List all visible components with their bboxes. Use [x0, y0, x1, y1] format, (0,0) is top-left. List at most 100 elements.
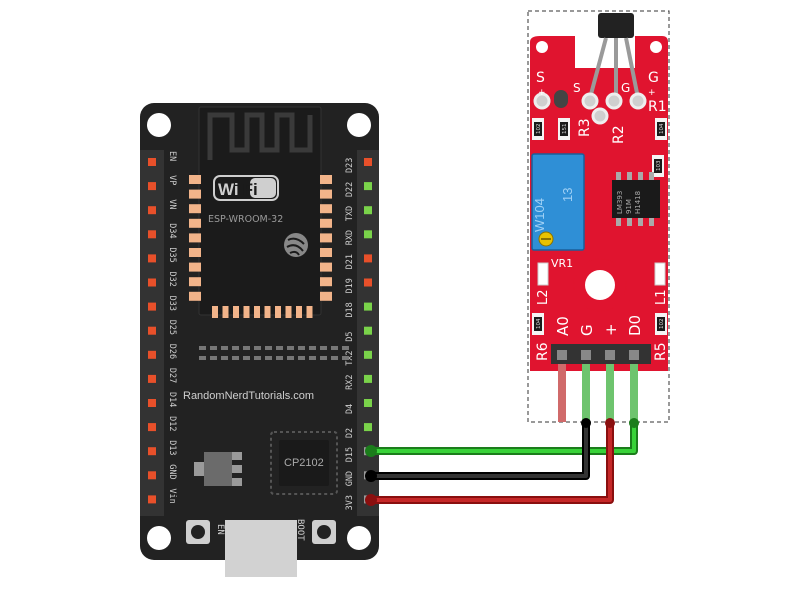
- smd-component: [243, 346, 250, 350]
- label-s: S: [536, 70, 545, 86]
- right-pin[interactable]: [364, 278, 372, 287]
- smd-component: [210, 356, 217, 360]
- left-pin-label: D26: [167, 344, 177, 359]
- label-l2: L2: [536, 289, 551, 305]
- left-pin-label: D27: [167, 368, 177, 383]
- right-pin[interactable]: [364, 158, 372, 166]
- left-pin-label: VN: [167, 199, 177, 209]
- right-pin[interactable]: [364, 350, 372, 359]
- module-pad: [189, 233, 201, 243]
- module-pad: [320, 291, 332, 301]
- module-pad: [189, 218, 201, 228]
- header-pin[interactable]: [605, 350, 615, 360]
- smd-component: [199, 346, 206, 350]
- left-pin[interactable]: [148, 423, 156, 432]
- module-pad: [320, 189, 332, 199]
- header-pin[interactable]: [581, 350, 591, 360]
- smd-component: [243, 356, 250, 360]
- boot-button[interactable]: [312, 520, 336, 544]
- module-pad: [243, 306, 250, 318]
- smd-code: 103: [656, 160, 662, 171]
- right-pin[interactable]: [364, 206, 372, 215]
- en-button[interactable]: [186, 520, 210, 544]
- module-pad: [264, 306, 271, 318]
- label-l1: L1: [654, 289, 669, 305]
- left-pin[interactable]: [148, 495, 156, 504]
- module-pad: [189, 248, 201, 257]
- usb-connector: [225, 520, 297, 577]
- voltage-regulator: [194, 452, 242, 486]
- smd-component: [265, 346, 272, 350]
- right-pin-label: D5: [345, 331, 355, 341]
- right-pin-label: TXD: [345, 206, 355, 221]
- right-pin-label: D15: [345, 447, 355, 462]
- right-pin[interactable]: [364, 374, 372, 383]
- label-g: G: [648, 70, 659, 86]
- smd-component: [232, 356, 239, 360]
- left-pin[interactable]: [148, 182, 156, 191]
- right-pin[interactable]: [364, 399, 372, 407]
- right-pin-label: D22: [345, 182, 355, 197]
- mounting-hole: [347, 113, 371, 137]
- chip-code-2: H1418: [634, 191, 642, 214]
- module-pad: [320, 233, 332, 243]
- right-pin[interactable]: [364, 423, 372, 432]
- smd-component: [298, 346, 305, 350]
- sensor-mounting-hole: [585, 270, 615, 300]
- smd-component: [265, 356, 272, 360]
- smd-component: [320, 356, 327, 360]
- usb-chip-label: CP2102: [284, 457, 324, 469]
- left-pin-label: D34: [167, 223, 177, 238]
- right-pin[interactable]: [364, 302, 372, 311]
- boot-button-label: BOOT: [295, 519, 305, 541]
- left-pin[interactable]: [148, 278, 156, 287]
- right-pin[interactable]: [364, 230, 372, 239]
- smd-component: [309, 356, 316, 360]
- left-pin[interactable]: [148, 158, 156, 166]
- left-pin-label: EN: [167, 151, 177, 161]
- left-pin-label: D32: [167, 272, 177, 287]
- smd-component: [331, 346, 338, 350]
- smd-code: 104: [659, 123, 665, 134]
- smd-code: 102: [536, 124, 542, 135]
- wifi-logo-fill: [250, 178, 276, 198]
- smd-component: [254, 356, 261, 360]
- label-plus-left: +: [538, 88, 546, 98]
- left-pin[interactable]: [148, 302, 156, 311]
- left-pin-label: D33: [167, 296, 177, 311]
- header-pin-label: G: [578, 324, 596, 336]
- module-pad: [320, 218, 332, 228]
- label-plus-right: +: [648, 88, 656, 98]
- right-pin[interactable]: [364, 254, 372, 263]
- left-pin[interactable]: [148, 399, 156, 407]
- left-pin[interactable]: [148, 447, 156, 456]
- right-pin-label: D18: [345, 302, 355, 317]
- left-pin[interactable]: [148, 206, 156, 215]
- smd-component: [276, 356, 283, 360]
- antenna-trace: [207, 112, 313, 160]
- right-pin[interactable]: [364, 182, 372, 191]
- smd-component: [232, 346, 239, 350]
- left-pin[interactable]: [148, 374, 156, 383]
- header-pin-label: D0: [626, 315, 644, 336]
- module-pad: [189, 262, 201, 272]
- en-button-label: EN: [215, 524, 225, 535]
- left-pin-label: D25: [167, 320, 177, 335]
- left-pin[interactable]: [148, 350, 156, 359]
- right-pin-label: TX2: [345, 350, 355, 365]
- mounting-hole: [147, 526, 171, 550]
- right-pin-label: RX2: [345, 375, 355, 390]
- right-pin[interactable]: [364, 326, 372, 335]
- module-pad: [254, 306, 260, 318]
- header-pin[interactable]: [557, 350, 567, 360]
- header-pin[interactable]: [629, 350, 639, 360]
- left-pin[interactable]: [148, 230, 156, 239]
- smd-component: [287, 356, 294, 360]
- left-pin[interactable]: [148, 326, 156, 335]
- left-pin[interactable]: [148, 471, 156, 480]
- left-pin[interactable]: [148, 254, 156, 263]
- potentiometer[interactable]: W104 13: [531, 153, 585, 251]
